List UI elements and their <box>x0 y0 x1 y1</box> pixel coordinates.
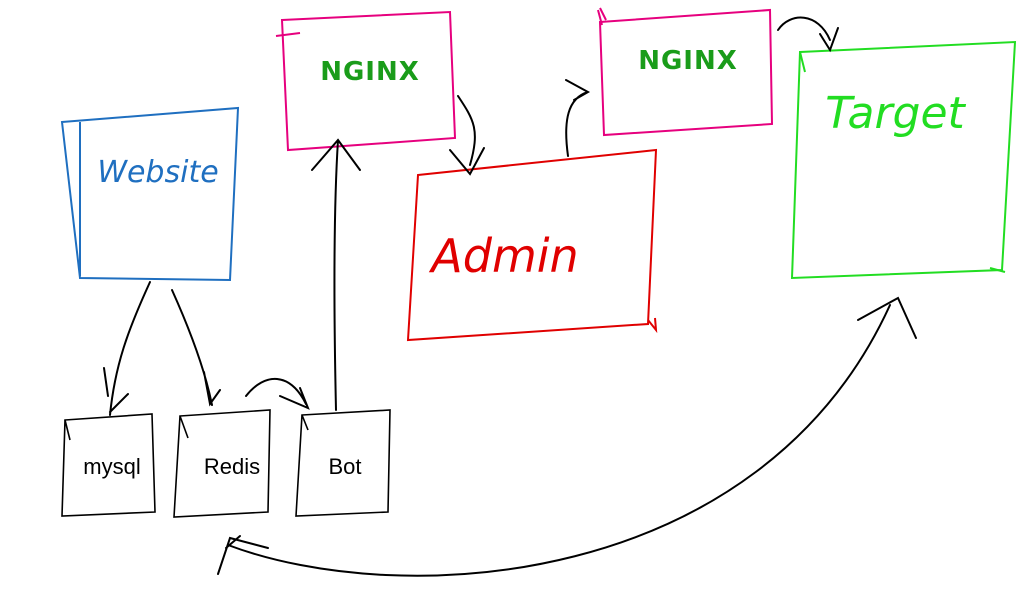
redis-node: Redis <box>173 409 271 518</box>
mysql-node: mysql <box>61 413 156 517</box>
edge-admin-nginx2 <box>565 79 591 157</box>
edge-website-mysql <box>103 281 151 416</box>
edge-nginx2-target <box>777 16 839 53</box>
nginx-1-label: NGINX <box>320 57 420 87</box>
website-label: Website <box>97 155 218 190</box>
website-node: Website <box>60 106 240 282</box>
edge-redis-target-tail <box>217 535 269 575</box>
nginx-node-2: NGINX <box>597 7 774 137</box>
edge-bot-redis <box>245 378 310 410</box>
bot-label: Bot <box>328 454 361 479</box>
redis-label: Redis <box>204 454 260 479</box>
nginx-node-1: NGINX <box>275 10 457 152</box>
edge-website-redis <box>171 289 221 407</box>
mysql-label: mysql <box>83 454 140 479</box>
edge-bot-nginx1 <box>311 138 361 411</box>
target-label: Target <box>825 88 966 139</box>
target-node: Target <box>790 40 1017 280</box>
edge-redis-target <box>227 296 917 577</box>
admin-label: Admin <box>428 229 578 283</box>
admin-node: Admin <box>406 148 658 342</box>
bot-node: Bot <box>295 409 391 517</box>
nginx-2-label: NGINX <box>638 46 738 76</box>
edge-nginx1-admin <box>449 95 485 176</box>
